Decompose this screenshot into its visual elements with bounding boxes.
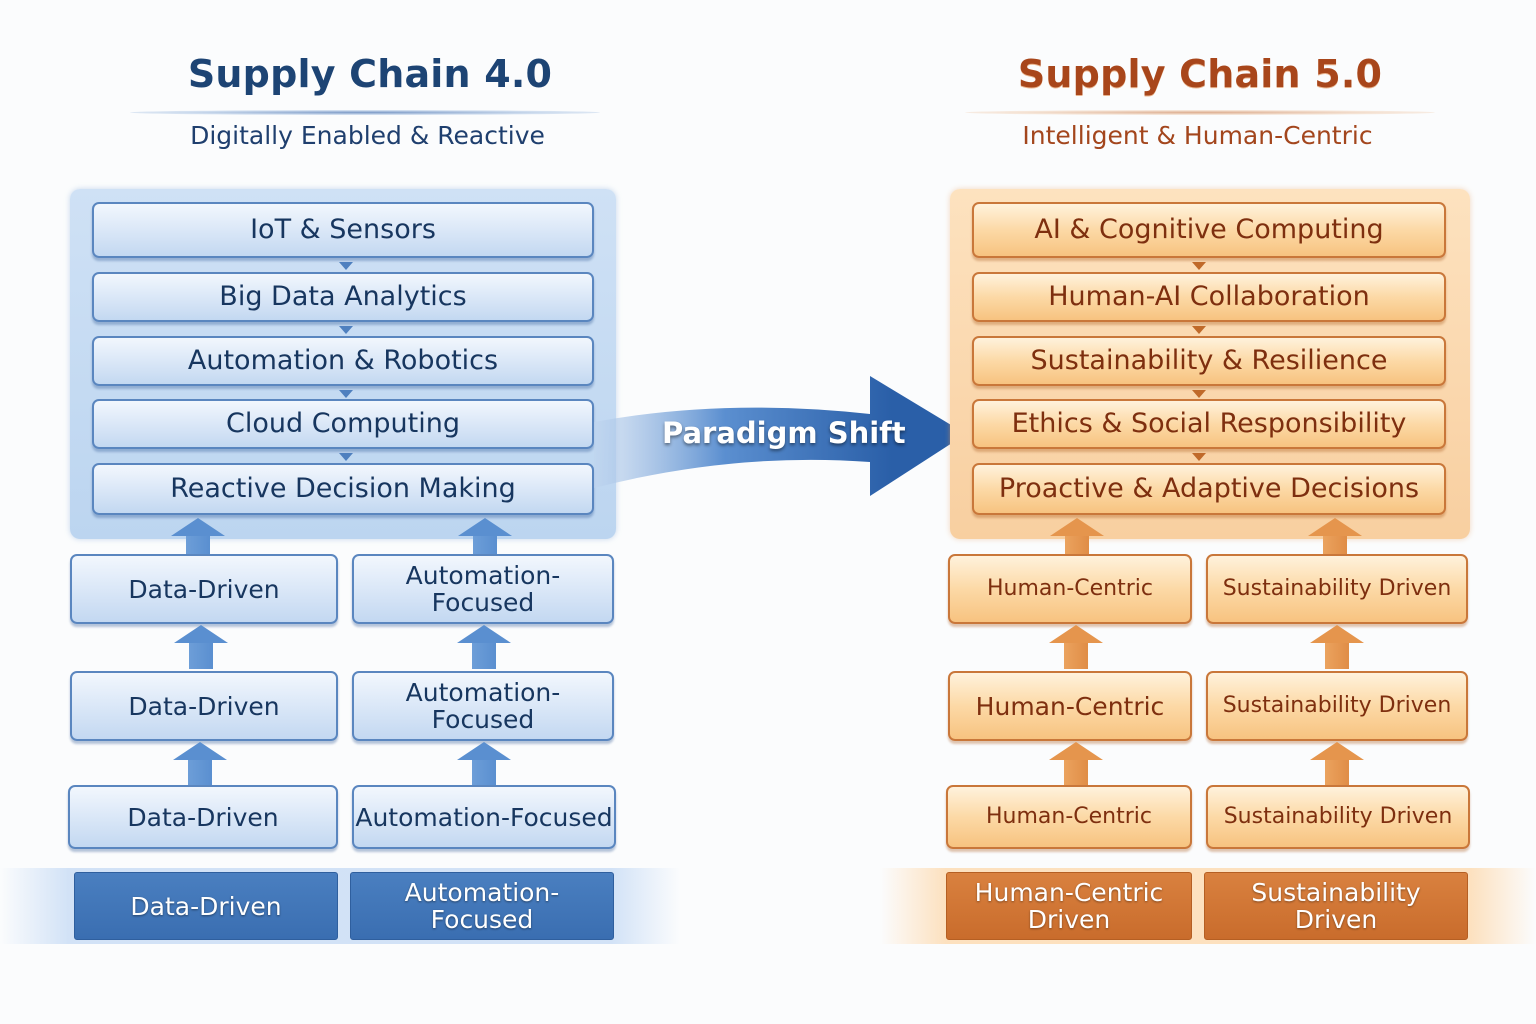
up-arrow-icon [1310,625,1364,669]
sc5-tier2-sustainability-driven: Sustainability Driven [1206,671,1468,741]
connector-arrow-icon [1192,390,1206,398]
connector-arrow-icon [1192,326,1206,334]
sc4-layer-1: IoT & Sensors [92,202,594,258]
sc5-tier2-human-centric: Human-Centric [948,671,1192,741]
sc5-foundation-sustainability-driven: Sustainability Driven [1204,872,1468,940]
sc4-tier3-data-driven: Data-Driven [68,785,338,849]
sc5-layer-2: Human-AI Collaboration [972,272,1446,322]
sc5-tier3-human-centric: Human-Centric [946,785,1192,849]
sc4-layer-5: Reactive Decision Making [92,463,594,515]
sc4-tier3-automation-focused: Automation-Focused [352,785,616,849]
sc5-layer-1: AI & Cognitive Computing [972,202,1446,258]
sc4-title: Supply Chain 4.0 [187,52,553,96]
paradigm-shift-arrow-icon [594,376,966,496]
up-arrow-icon [458,518,512,554]
sc4-foundation-automation-focused: Automation- Focused [350,872,614,940]
up-arrow-icon [1050,518,1104,554]
sc5-tier3-sustainability-driven: Sustainability Driven [1206,785,1470,849]
connector-arrow-icon [339,262,353,270]
up-arrow-icon [173,742,227,786]
sc5-title: Supply Chain 5.0 [1017,52,1383,96]
connector-arrow-icon [1192,453,1206,461]
sc5-foundation-human-centric-driven: Human-Centric Driven [946,872,1192,940]
connector-arrow-icon [339,390,353,398]
up-arrow-icon [1049,625,1103,669]
connector-arrow-icon [1192,262,1206,270]
sc5-layer-4: Ethics & Social Responsibility [972,399,1446,449]
paradigm-shift-label: Paradigm Shift [662,416,906,450]
up-arrow-icon [171,518,225,554]
sc4-tier1-automation-focused: Automation- Focused [352,554,614,624]
sc4-tier2-data-driven: Data-Driven [70,671,338,741]
sc4-layer-4: Cloud Computing [92,399,594,449]
up-arrow-icon [174,625,228,669]
sc4-layer-2: Big Data Analytics [92,272,594,322]
up-arrow-icon [457,742,511,786]
sc4-title-divider [130,110,600,115]
sc5-layer-5: Proactive & Adaptive Decisions [972,463,1446,515]
up-arrow-icon [1049,742,1103,786]
sc4-tier1-data-driven: Data-Driven [70,554,338,624]
sc5-tier1-sustainability-driven: Sustainability Driven [1206,554,1468,624]
sc5-tier1-human-centric: Human-Centric [948,554,1192,624]
sc4-foundation-data-driven: Data-Driven [74,872,338,940]
connector-arrow-icon [339,326,353,334]
sc4-layer-3: Automation & Robotics [92,336,594,386]
sc5-title-divider [965,110,1435,115]
sc5-subtitle: Intelligent & Human-Centric [1022,121,1373,150]
connector-arrow-icon [339,453,353,461]
up-arrow-icon [1310,742,1364,786]
sc4-tier2-automation-focused: Automation- Focused [352,671,614,741]
up-arrow-icon [457,625,511,669]
up-arrow-icon [1308,518,1362,554]
sc4-subtitle: Digitally Enabled & Reactive [190,121,545,150]
sc5-layer-3: Sustainability & Resilience [972,336,1446,386]
